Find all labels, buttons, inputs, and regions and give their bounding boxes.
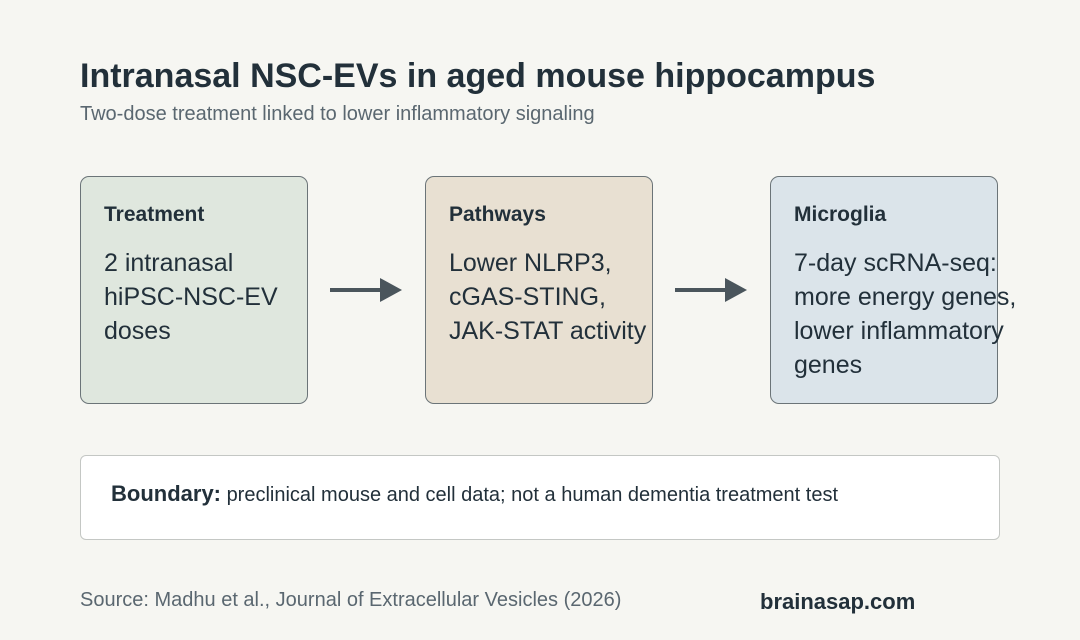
pathways-card-heading: Pathways: [449, 203, 546, 226]
microglia-card-line: genes: [794, 351, 863, 379]
microglia-card: Microglia 7-day scRNA-seq: more energy g…: [770, 176, 1016, 404]
treatment-card-line: doses: [104, 317, 171, 345]
boundary-box: Boundary: preclinical mouse and cell dat…: [80, 455, 1000, 540]
boundary-label: Boundary:: [111, 481, 221, 506]
pathways-card: Pathways Lower NLRP3, cGAS-STING, JAK-ST…: [425, 176, 653, 404]
treatment-card: Treatment 2 intranasal hiPSC-NSC-EV dose…: [80, 176, 308, 404]
pathways-card-line: cGAS-STING,: [449, 283, 606, 311]
treatment-card-line: hiPSC-NSC-EV: [104, 283, 278, 311]
flow-arrow-icon: [330, 278, 402, 302]
boundary-description: preclinical mouse and cell data; not a h…: [226, 484, 839, 506]
brand-logo-text: brainasap.com: [760, 589, 916, 614]
pathways-card-body: Lower NLRP3, cGAS-STING, JAK-STAT activi…: [449, 246, 646, 348]
microglia-card-body: 7-day scRNA-seq: more energy genes, lowe…: [794, 246, 1016, 382]
microglia-card-line: lower inflammatory: [794, 317, 1004, 345]
treatment-card-line: 2 intranasal: [104, 249, 234, 277]
microglia-card-line: more energy genes,: [794, 283, 1017, 311]
treatment-card-heading: Treatment: [104, 203, 205, 226]
page-subtitle: Two-dose treatment linked to lower infla…: [80, 103, 595, 125]
pathways-card-line: JAK-STAT activity: [449, 317, 647, 345]
microglia-card-heading: Microglia: [794, 203, 887, 226]
flow-arrow-icon: [675, 278, 747, 302]
page-title: Intranasal NSC-EVs in aged mouse hippoca…: [80, 57, 876, 95]
pathways-card-line: Lower NLRP3,: [449, 249, 612, 277]
treatment-card-body: 2 intranasal hiPSC-NSC-EV doses: [104, 246, 278, 348]
source-citation: Source: Madhu et al., Journal of Extrace…: [80, 589, 622, 611]
microglia-card-line: 7-day scRNA-seq:: [794, 249, 997, 277]
boundary-text: Boundary: preclinical mouse and cell dat…: [111, 481, 838, 507]
